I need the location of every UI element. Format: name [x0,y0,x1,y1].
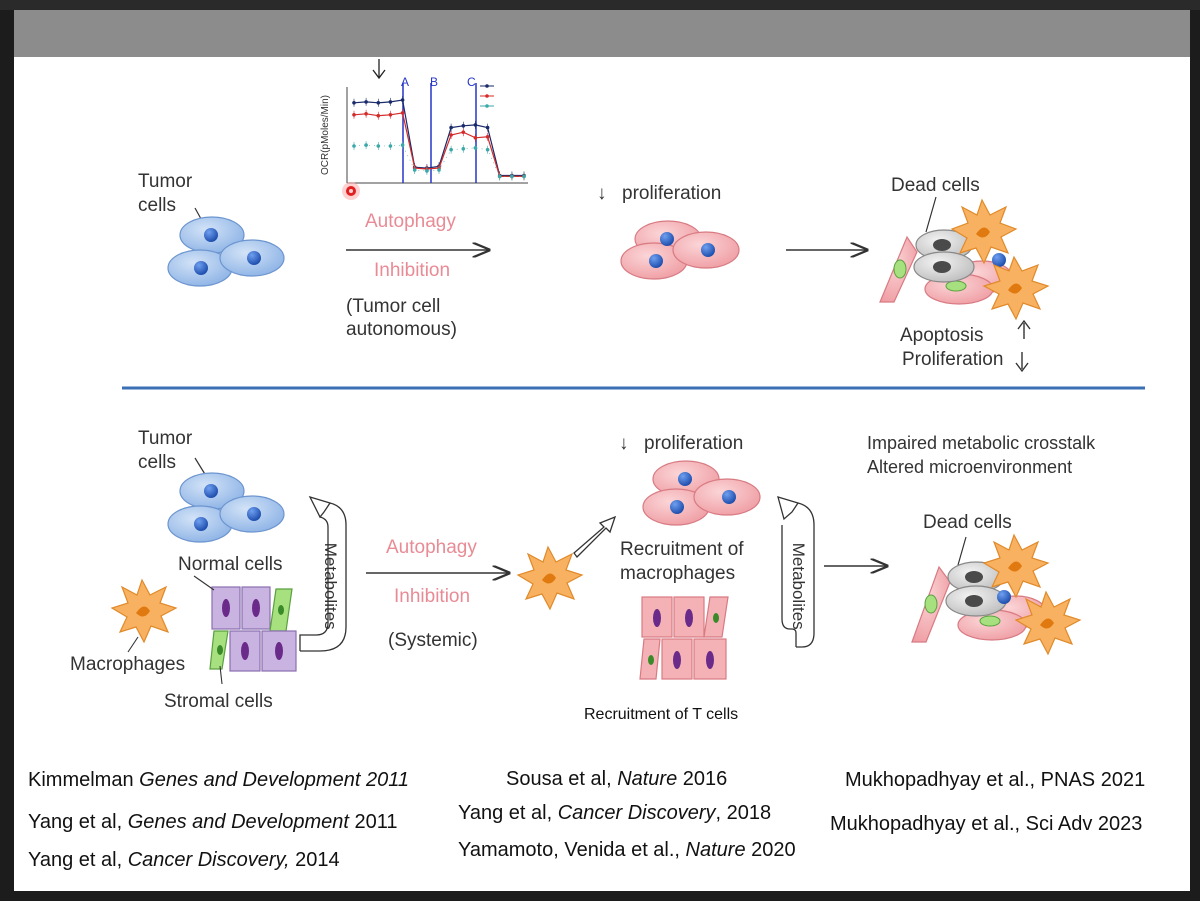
recruitment-macrophages-label-1: Recruitment of [620,539,744,560]
tumor-cells-label-top-2: cells [138,195,177,216]
ocr-inset-chart [312,59,536,200]
chart-marker-c: C [467,75,476,89]
top-bar [0,0,1200,10]
recruitment-macrophages-label-2: macrophages [620,563,736,584]
dead-cell-cluster-top [879,196,1050,321]
proliferating-cell-cluster-top [620,220,740,280]
bottom-bar [0,891,1200,901]
inhibition-label-bottom: Inhibition [394,586,471,607]
proliferation-down-arrow-icon [1015,352,1029,373]
slide: OCR(pMoles/Min) A B C Tumor cells Autoph… [14,57,1190,891]
metabolites-arrow-left [299,495,347,652]
macrophages-label: Macrophages [70,654,186,675]
tumor-cells-label-top-1: Tumor [138,171,193,192]
autophagy-label-bottom: Autophagy [386,537,477,558]
diagram-graphics [110,59,1145,685]
chart-marker-b: B [430,75,439,89]
normal-cells-label: Normal cells [178,554,283,575]
apoptosis-label: Apoptosis [900,325,984,346]
autophagy-label-top: Autophagy [365,211,456,232]
normal-stromal-cell-grid [193,575,297,685]
recruitment-t-cells-label: Recruitment of T cells [584,706,739,723]
altered-microenvironment-label: Altered microenvironment [867,457,1073,477]
impaired-crosstalk-label: Impaired metabolic crosstalk [867,433,1096,453]
metabolites-label-right: Metabolites [789,542,809,630]
reference-7: Mukhopadhyay et al., PNAS 2021 [845,769,1146,791]
down-arrow-proliferation-top-icon: ↓ [597,183,607,204]
reference-5: Yang et al, Cancer Discovery, 2018 [458,802,772,824]
tumor-cells-label-bottom-2: cells [138,452,177,473]
chart-legend [480,84,494,108]
tumor-cell-cluster-bottom [167,457,285,543]
proliferation-label-bottom: proliferation [644,433,744,454]
dead-cells-label-bottom: Dead cells [923,512,1012,533]
proliferation-label-top: proliferation [622,183,722,204]
autonomous-label-2: autonomous) [346,319,457,340]
tumor-cells-label-bottom-1: Tumor [138,428,193,449]
reference-3: Yang et al, Cancer Discovery, 2014 [28,849,340,871]
reference-4: Sousa et al, Nature 2016 [506,768,728,790]
t-cell-tissue-grid [639,596,729,680]
tumor-cell-cluster-top [167,207,285,287]
metabolites-label-left: Metabolites [321,542,341,630]
down-arrow-proliferation-bottom-icon: ↓ [619,433,629,454]
reference-1: Kimmelman Genes and Development 2011 [28,769,409,791]
reference-8: Mukhopadhyay et al., Sci Adv 2023 [830,813,1143,835]
apoptosis-up-arrow-icon [1017,319,1031,339]
autonomous-label-1: (Tumor cell [346,296,441,317]
inhibition-label-top: Inhibition [374,260,451,281]
metabolites-arrow-right [777,496,815,648]
dead-cell-cluster-bottom [911,533,1082,656]
systemic-label: (Systemic) [388,630,478,651]
reference-2: Yang et al, Genes and Development 2011 [28,811,398,833]
hollow-arrow-icon [573,515,617,558]
dead-cells-label-top: Dead cells [891,175,980,196]
chart-ylabel: OCR(pMoles/Min) [320,95,331,176]
chart-marker-a: A [401,75,410,89]
chart-series-layer [352,96,526,181]
reference-6: Yamamoto, Venida et al., Nature 2020 [458,839,796,861]
macrophage-middle [516,545,584,611]
proliferation-down-label: Proliferation [902,349,1004,370]
proliferating-cell-cluster-bottom [642,460,761,526]
stromal-cells-label: Stromal cells [164,691,273,712]
slide-header-bar [14,10,1190,57]
macrophage-left [110,578,178,653]
